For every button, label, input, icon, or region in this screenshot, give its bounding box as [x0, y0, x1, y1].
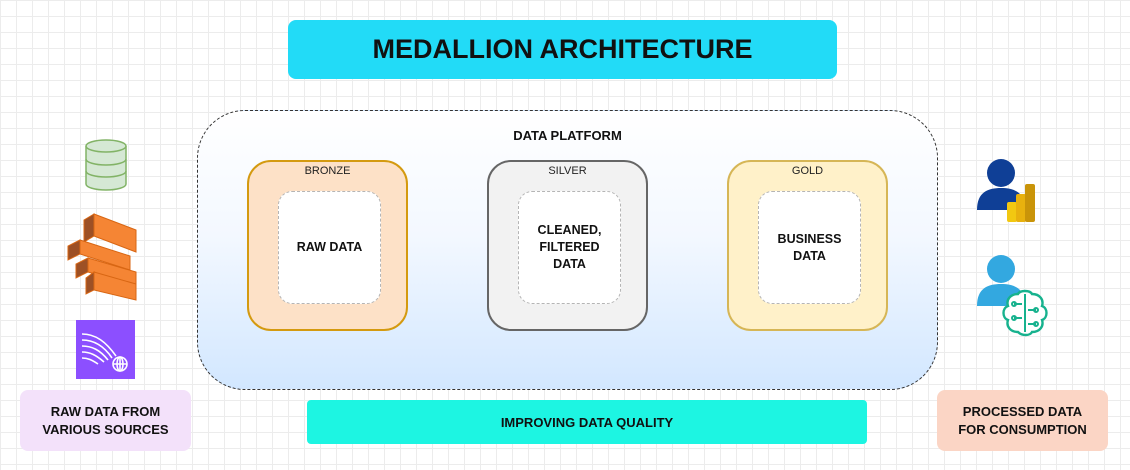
consumers-label: PROCESSED DATA FOR CONSUMPTION	[937, 390, 1108, 451]
bronze-layer-label: BRONZE	[304, 165, 351, 177]
page-title: MEDALLION ARCHITECTURE	[288, 20, 837, 79]
silver-layer-content: CLEANED, FILTERED DATA	[518, 191, 621, 304]
bronze-layer-content: RAW DATA	[278, 191, 381, 304]
bronze-layer: BRONZE RAW DATA	[247, 160, 408, 331]
ai-user-icon	[977, 255, 1048, 337]
improving-quality-bar: IMPROVING DATA QUALITY	[307, 400, 867, 444]
data-platform-label: DATA PLATFORM	[513, 128, 622, 143]
silver-layer: SILVER CLEANED, FILTERED DATA	[487, 160, 648, 331]
gold-layer-label: GOLD	[791, 165, 824, 177]
gold-layer: GOLD BUSINESS DATA	[727, 160, 888, 331]
sources-label: RAW DATA FROM VARIOUS SOURCES	[20, 390, 191, 451]
aws-kinesis-icon	[67, 213, 137, 301]
silver-layer-label: SILVER	[548, 165, 587, 177]
gold-layer-content: BUSINESS DATA	[758, 191, 861, 304]
power-bi-user-icon	[977, 159, 1035, 222]
data-stream-icon	[76, 320, 135, 379]
database-icon	[85, 139, 127, 191]
